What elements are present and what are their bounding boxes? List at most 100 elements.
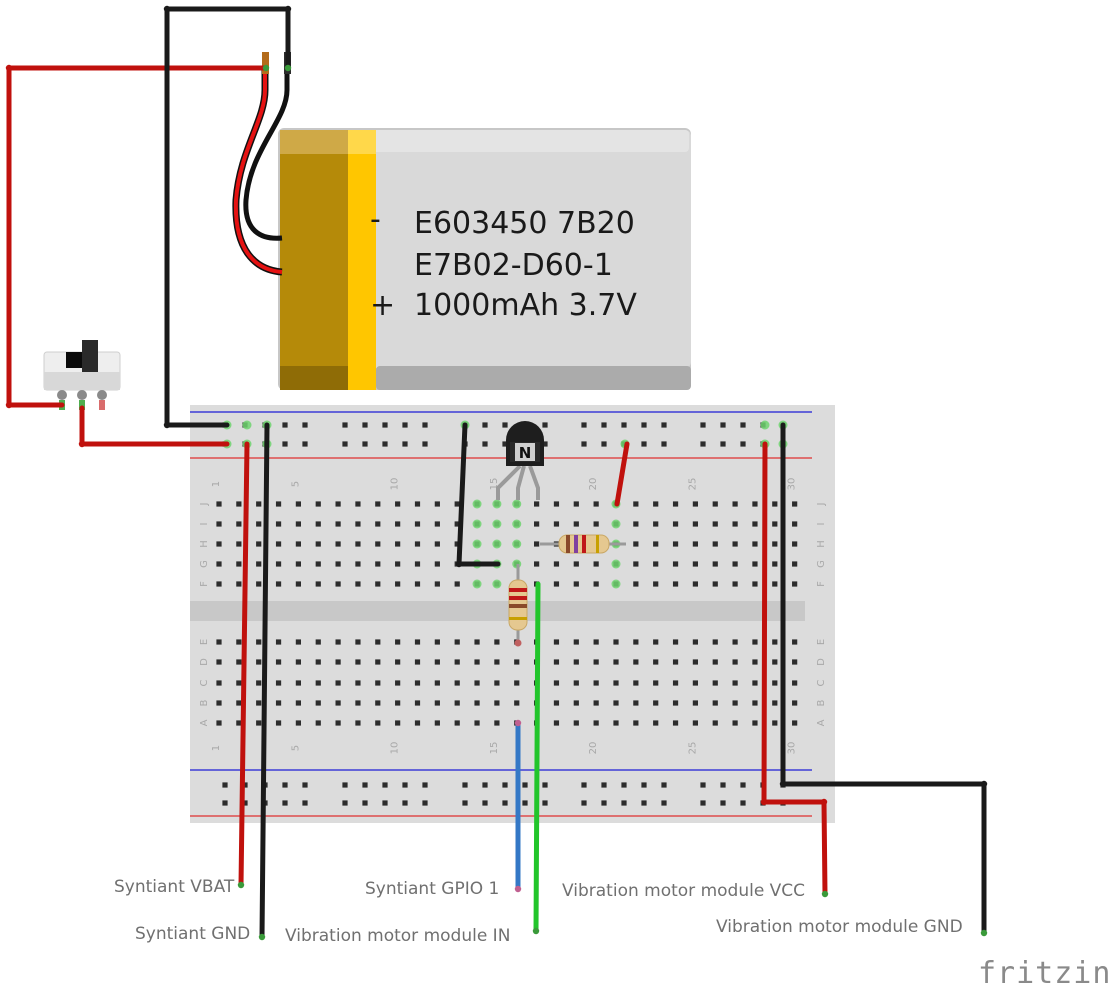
breadboard-hole[interactable] xyxy=(414,680,421,686)
resistor-vertical[interactable] xyxy=(508,564,528,647)
breadboard-hole[interactable] xyxy=(216,720,222,726)
breadboard-hole[interactable] xyxy=(653,700,659,706)
breadboard-hole[interactable] xyxy=(633,639,639,645)
breadboard-hole[interactable] xyxy=(256,581,262,587)
breadboard-hole[interactable] xyxy=(534,501,540,507)
breadboard-hole[interactable] xyxy=(712,521,718,527)
breadboard-hole[interactable] xyxy=(236,541,242,547)
rail-hole[interactable] xyxy=(700,782,706,788)
breadboard-hole[interactable] xyxy=(236,521,242,527)
rail-hole[interactable] xyxy=(661,782,667,788)
breadboard-hole[interactable] xyxy=(633,561,639,567)
breadboard-hole[interactable] xyxy=(335,720,341,726)
breadboard-hole[interactable] xyxy=(514,700,520,706)
rail-hole[interactable] xyxy=(222,782,228,788)
breadboard-hole[interactable] xyxy=(375,680,381,686)
breadboard-hole[interactable] xyxy=(553,501,560,507)
breadboard-hole[interactable] xyxy=(275,680,282,686)
breadboard-hole[interactable] xyxy=(792,521,798,527)
breadboard-hole[interactable] xyxy=(792,720,798,726)
breadboard-hole[interactable] xyxy=(295,501,301,507)
breadboard-hole[interactable] xyxy=(216,501,222,507)
breadboard-hole[interactable] xyxy=(355,561,361,567)
breadboard-hole[interactable] xyxy=(395,581,401,587)
rail-hole[interactable] xyxy=(482,441,488,447)
rail-hole[interactable] xyxy=(641,782,647,788)
rail-hole[interactable] xyxy=(302,441,308,447)
rail-hole[interactable] xyxy=(422,441,428,447)
breadboard-hole[interactable] xyxy=(454,680,460,686)
breadboard-hole[interactable] xyxy=(672,521,679,527)
breadboard-hole[interactable] xyxy=(792,639,798,645)
rail-hole[interactable] xyxy=(422,782,428,788)
breadboard-hole[interactable] xyxy=(494,659,500,665)
npn-transistor[interactable]: N xyxy=(496,421,544,500)
breadboard-hole[interactable] xyxy=(375,541,381,547)
rail-hole[interactable] xyxy=(740,422,746,428)
breadboard-hole[interactable] xyxy=(275,541,282,547)
rail-hole[interactable] xyxy=(621,422,627,428)
breadboard-hole[interactable] xyxy=(692,581,698,587)
rail-hole[interactable] xyxy=(482,800,488,806)
breadboard-hole[interactable] xyxy=(434,541,440,547)
breadboard-hole[interactable] xyxy=(335,639,341,645)
breadboard-hole[interactable] xyxy=(375,561,381,567)
rail-hole[interactable] xyxy=(342,422,348,428)
breadboard-hole[interactable] xyxy=(216,659,222,665)
breadboard-hole[interactable] xyxy=(692,720,698,726)
breadboard-hole[interactable] xyxy=(315,521,321,527)
breadboard-hole[interactable] xyxy=(454,521,460,527)
breadboard-hole[interactable] xyxy=(553,680,560,686)
breadboard-hole[interactable] xyxy=(633,680,639,686)
breadboard-hole[interactable] xyxy=(613,720,619,726)
breadboard-hole[interactable] xyxy=(395,720,401,726)
breadboard-hole[interactable] xyxy=(236,700,242,706)
wire-syntiant-vbat[interactable] xyxy=(238,441,250,888)
breadboard-hole[interactable] xyxy=(375,700,381,706)
rail-hole[interactable] xyxy=(542,422,548,428)
breadboard-hole[interactable] xyxy=(256,541,262,547)
breadboard-hole[interactable] xyxy=(216,639,222,645)
breadboard-hole[interactable] xyxy=(454,541,460,547)
breadboard-hole[interactable] xyxy=(236,581,242,587)
rail-hole[interactable] xyxy=(542,441,548,447)
breadboard-hole[interactable] xyxy=(653,680,659,686)
breadboard-hole[interactable] xyxy=(454,700,460,706)
breadboard-hole[interactable] xyxy=(395,521,401,527)
breadboard-hole[interactable] xyxy=(534,521,540,527)
breadboard-hole[interactable] xyxy=(752,680,758,686)
breadboard-hole[interactable] xyxy=(712,501,718,507)
breadboard-hole[interactable] xyxy=(712,639,718,645)
breadboard-hole[interactable] xyxy=(295,541,301,547)
breadboard-hole[interactable] xyxy=(275,581,282,587)
breadboard-hole[interactable] xyxy=(772,659,778,665)
breadboard-hole[interactable] xyxy=(573,700,579,706)
breadboard-hole[interactable] xyxy=(633,501,639,507)
breadboard-hole[interactable] xyxy=(593,659,599,665)
breadboard-hole[interactable] xyxy=(732,581,738,587)
breadboard-hole[interactable] xyxy=(553,561,560,567)
breadboard-hole[interactable] xyxy=(792,680,798,686)
breadboard-hole[interactable] xyxy=(613,659,619,665)
breadboard-hole[interactable] xyxy=(236,501,242,507)
breadboard-hole[interactable] xyxy=(236,561,242,567)
breadboard-hole[interactable] xyxy=(633,581,639,587)
rail-hole[interactable] xyxy=(302,800,308,806)
rail-hole[interactable] xyxy=(402,441,408,447)
breadboard-hole[interactable] xyxy=(752,561,758,567)
breadboard-hole[interactable] xyxy=(792,541,798,547)
rail-hole[interactable] xyxy=(422,422,428,428)
breadboard-hole[interactable] xyxy=(593,501,599,507)
breadboard-hole[interactable] xyxy=(474,639,480,645)
rail-hole[interactable] xyxy=(242,782,248,788)
breadboard-hole[interactable] xyxy=(275,639,282,645)
breadboard-hole[interactable] xyxy=(395,501,401,507)
rail-hole[interactable] xyxy=(382,422,388,428)
breadboard-hole[interactable] xyxy=(256,659,262,665)
breadboard-hole[interactable] xyxy=(792,700,798,706)
breadboard-hole[interactable] xyxy=(633,720,639,726)
breadboard-hole[interactable] xyxy=(434,521,440,527)
breadboard-hole[interactable] xyxy=(335,561,341,567)
breadboard-hole[interactable] xyxy=(553,720,560,726)
rail-hole[interactable] xyxy=(720,782,726,788)
